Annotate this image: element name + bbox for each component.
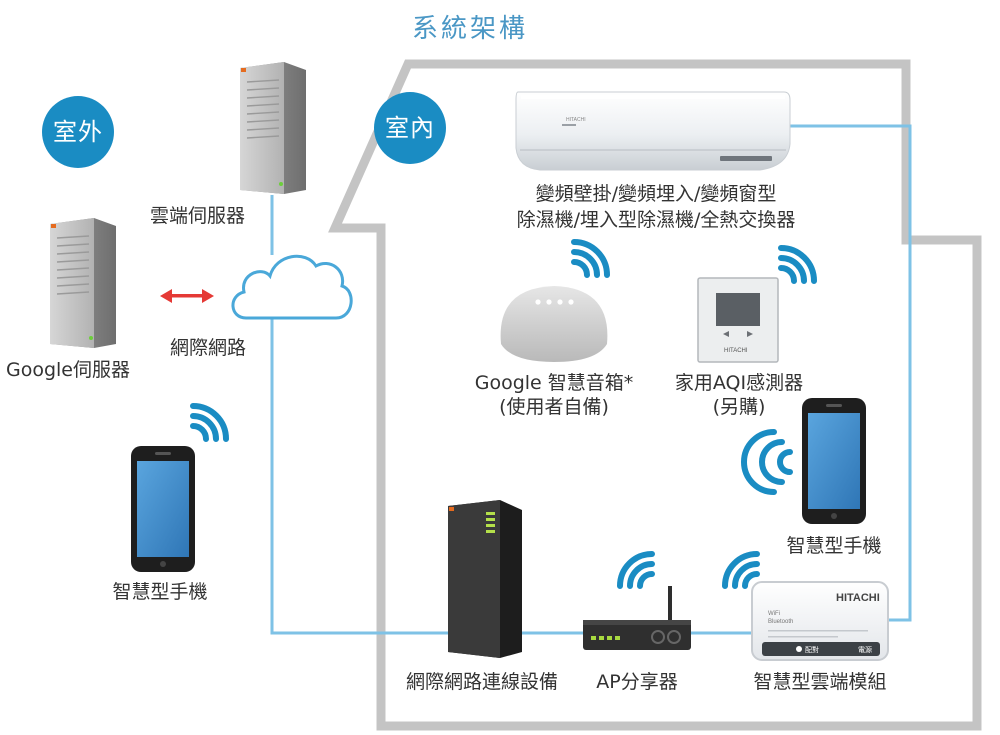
google-server-label: Google伺服器: [6, 359, 131, 381]
phone-indoor-icon: [802, 398, 866, 524]
network-equipment-icon: [448, 500, 522, 658]
module-pair-text: 配對: [805, 645, 819, 654]
speaker-label-line2: (使用者自備): [499, 396, 609, 418]
zone-badge-outdoor: 室外: [42, 96, 114, 168]
google-server-icon: [50, 218, 116, 348]
ac-brand-mark: HITACHI: [566, 117, 586, 123]
connection-lines: [270, 124, 912, 635]
wifi-signal-icon: [571, 239, 610, 278]
ap-router-label: AP分享器: [596, 671, 678, 693]
line-internet-to-network: [270, 318, 448, 635]
phone-outdoor-label: 智慧型手機: [112, 581, 208, 603]
wifi-signal-icon: [617, 551, 655, 589]
aqi-brand-mark: HITACHI: [724, 348, 748, 354]
phone-outdoor-icon: [131, 446, 195, 572]
module-wifi-text: WiFi: [768, 611, 780, 617]
module-power-text: 電源: [858, 645, 872, 654]
smart-speaker-icon: [500, 286, 608, 362]
line-module-to-ac: [790, 124, 912, 622]
wifi-signal-icon: [722, 551, 760, 589]
network-equipment-label: 網際網路連線設備: [405, 671, 559, 693]
zone-badge-indoor: 室內: [374, 92, 446, 164]
aqi-sensor-icon: [697, 277, 779, 363]
ac-label-line1: 變頻壁掛/變頻埋入/變頻窗型: [535, 183, 777, 205]
speaker-label-line1: Google 智慧音箱*: [474, 372, 634, 394]
aqi-label-line2: (另購): [712, 396, 766, 418]
cloud-module-label: 智慧型雲端模組: [753, 671, 887, 693]
ap-router-icon: [583, 586, 691, 650]
diagram-title: 系統架構: [411, 14, 529, 44]
phone-indoor-label: 智慧型手機: [786, 535, 882, 557]
cloud-module-icon: [751, 581, 889, 661]
ac-label-line2: 除濕機/埋入型除濕機/全熱交換器: [516, 209, 796, 231]
module-brand-mark: HITACHI: [836, 592, 880, 604]
house-outline: [328, 59, 982, 731]
air-conditioner-icon: [515, 91, 791, 171]
wifi-signal-icon: [741, 429, 793, 495]
internet-cloud-icon: [231, 254, 353, 320]
module-bluetooth-text: Bluetooth: [768, 619, 793, 625]
aqi-label-line1: 家用AQI感測器: [674, 372, 804, 394]
bidirectional-arrow-icon: [160, 289, 214, 303]
wifi-signal-icon: [190, 403, 229, 442]
wifi-signal-icon: [778, 245, 817, 284]
cloud-server-icon: [240, 62, 306, 194]
cloud-server-label: 雲端伺服器: [150, 205, 246, 227]
internet-label: 網際網路: [170, 337, 247, 359]
